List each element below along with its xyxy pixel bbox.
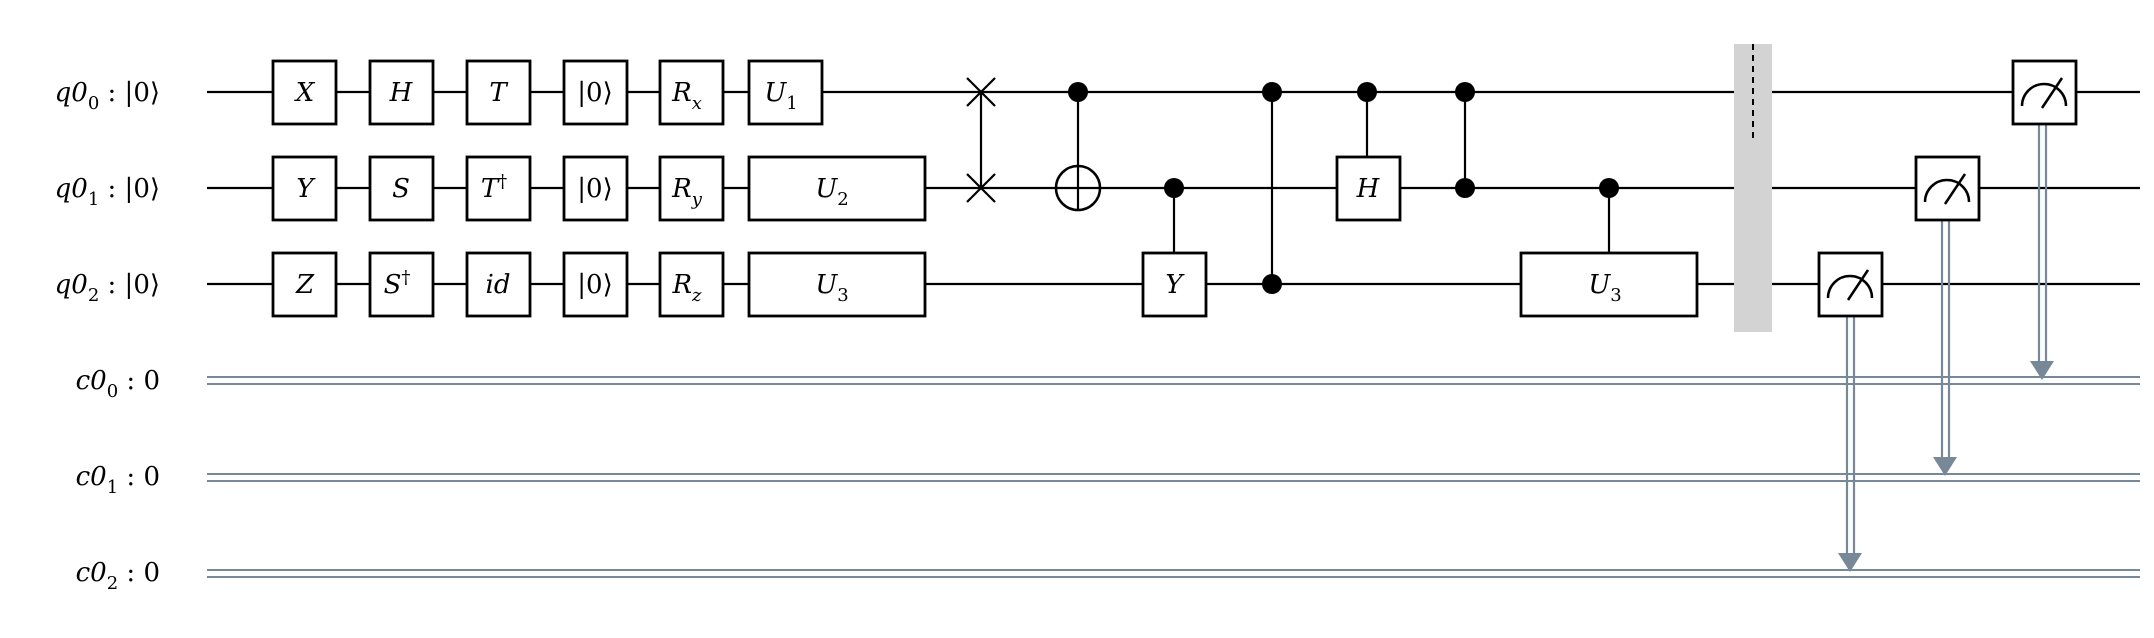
reset-label-2: |0⟩ [577, 270, 612, 300]
controlled-u3-gate: U3 [1519, 178, 1699, 318]
control-dot [1068, 82, 1088, 102]
gate-ry-label: Ry [671, 174, 703, 210]
clbit-label-0: c00 : 0 [76, 366, 160, 402]
gate-cu3-label: U3 [1588, 270, 1621, 306]
gate-id-label: id [486, 270, 511, 300]
gate-s-label: S [392, 174, 410, 204]
classical-wire-0 [207, 376, 2140, 385]
control-dot [1455, 178, 1475, 198]
clbit-labels: c00 : 0 c01 : 0 c02 : 0 [76, 366, 160, 594]
gate-t-label: T [489, 78, 508, 108]
barrier [1734, 44, 1772, 332]
gate-h-label: H [389, 78, 414, 108]
control-dot [1262, 82, 1282, 102]
meter-icon [1826, 274, 1874, 299]
meter-icon [1923, 178, 1971, 203]
control-dot [1164, 178, 1184, 198]
gate-y-label: Y [296, 174, 316, 204]
control-dot [1262, 274, 1282, 294]
qubit-labels: q00 : |0⟩ q01 : |0⟩ q02 : |0⟩ [55, 78, 160, 306]
gate-column-2: H S S† [368, 59, 435, 318]
gate-u1-label: U1 [764, 78, 797, 114]
qubit-label-0: q00 : |0⟩ [55, 78, 160, 114]
gate-column-5: Rx Ry Rz [658, 59, 725, 318]
measure-q0 [2011, 59, 2078, 380]
gate-rz-label: Rz [671, 270, 702, 306]
gate-z-label: Z [295, 270, 315, 300]
gate-ch-label: H [1356, 174, 1381, 204]
cz-gate-q0-q2 [1262, 82, 1282, 294]
gate-u3-label: U3 [815, 270, 848, 306]
gate-sdg-label: S† [384, 267, 411, 300]
controlled-y-gate: Y [1141, 178, 1208, 318]
swap-gate [966, 77, 996, 203]
controlled-h-gate: H [1335, 82, 1402, 222]
gate-column-1: X Y Z [271, 59, 338, 318]
cz-gate-q0-q1 [1455, 82, 1475, 198]
gate-cy-label: Y [1165, 270, 1185, 300]
cnot-gate [1054, 82, 1102, 212]
control-dot [1599, 178, 1619, 198]
control-dot [1455, 82, 1475, 102]
classical-wire-2 [207, 569, 2140, 578]
measure-q2 [1817, 251, 1884, 572]
gate-u2-label: U2 [815, 174, 848, 210]
reset-label-0: |0⟩ [577, 78, 612, 108]
classical-wire-1 [207, 473, 2140, 482]
measure-q1 [1914, 155, 1981, 476]
gate-column-4: |0⟩ |0⟩ |0⟩ [562, 59, 629, 318]
gate-tdg-label: T† [481, 171, 507, 204]
reset-label-1: |0⟩ [577, 174, 612, 204]
clbit-label-2: c02 : 0 [76, 558, 160, 594]
qubit-label-1: q01 : |0⟩ [55, 174, 160, 210]
gate-rx-label: Rx [671, 78, 702, 114]
clbit-label-1: c01 : 0 [76, 462, 160, 498]
control-dot [1357, 82, 1377, 102]
gate-column-6: U1 U2 U3 [747, 59, 927, 318]
gate-x-label: X [294, 78, 316, 108]
meter-icon [2020, 82, 2068, 107]
qubit-label-2: q02 : |0⟩ [55, 270, 160, 306]
gate-column-3: T T† id [465, 59, 532, 318]
